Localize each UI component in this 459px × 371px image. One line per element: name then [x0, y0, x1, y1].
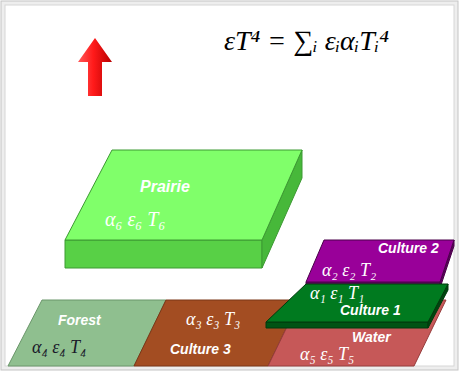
region-name: Forest [58, 313, 101, 328]
tile-face [65, 240, 262, 268]
region-name: Culture 2 [378, 241, 439, 256]
tile-face [266, 284, 448, 322]
region-name: Culture 3 [170, 342, 231, 357]
tile-face [306, 240, 454, 282]
tile-face [266, 322, 428, 328]
radiation-arrow [78, 38, 112, 96]
balance-formula: εT⁴ = ∑ᵢ εᵢαᵢTᵢ⁴ [224, 26, 389, 57]
inner-frame [5, 5, 454, 366]
region-parameters: α₆ ε₆ T₆ [105, 208, 165, 230]
land-tile: Prairie α₆ ε₆ T₆ [60, 148, 306, 272]
land-tile: α₁ ε₁ T₁Culture 1 [264, 282, 450, 330]
region-parameters: α₃ ε₃ T₃ [186, 310, 240, 330]
tile-shape [60, 148, 306, 272]
tile-face [268, 300, 446, 366]
region-name: Culture 1 [340, 303, 401, 318]
region-parameters: α₄ ε₄ T₄ [32, 338, 86, 358]
region-parameters: α₅ ε₅ T₅ [300, 345, 354, 365]
region-parameters: α₁ ε₁ T₁ [310, 284, 364, 304]
region-parameters: α₂ ε₂ T₂ [322, 261, 376, 281]
tile-face [65, 150, 302, 240]
land-tile: Culture 2α₂ ε₂ T₂ [304, 238, 456, 290]
region-name: Water [352, 330, 391, 345]
region-name: Prairie [140, 178, 190, 196]
